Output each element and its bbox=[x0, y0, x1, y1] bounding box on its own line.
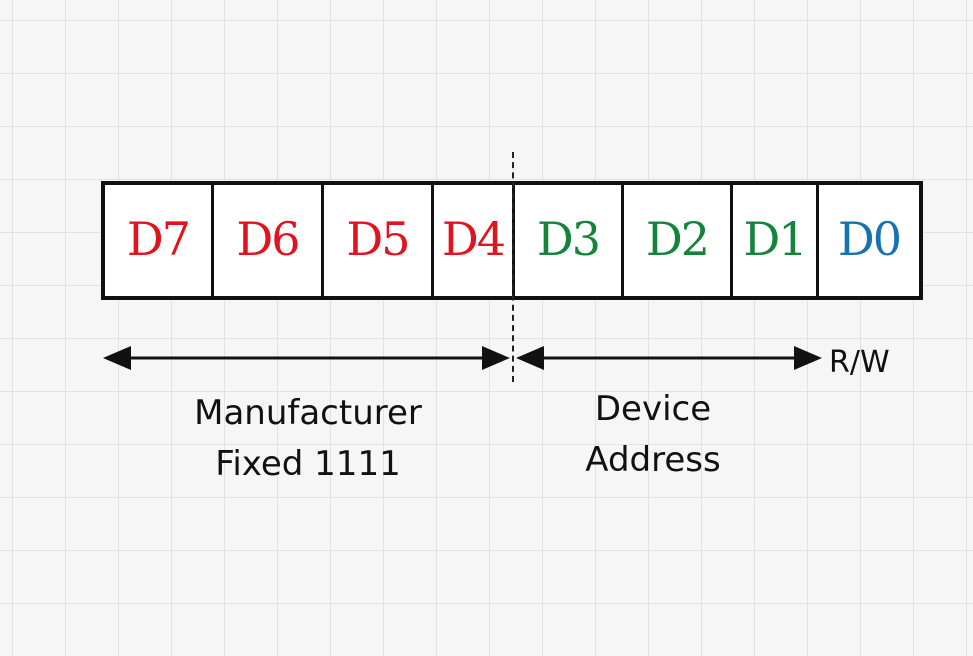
manufacturer-group-label: Manufacturer Fixed 1111 bbox=[181, 388, 435, 490]
manufacturer-span-arrow bbox=[103, 346, 510, 370]
device-address-span-arrow bbox=[516, 346, 822, 370]
bit-cell-d5: D5 bbox=[324, 185, 434, 296]
device-label-line1: Device bbox=[594, 389, 712, 429]
manufacturer-label-line1: Manufacturer bbox=[194, 393, 422, 433]
bit-cell-d1: D1 bbox=[733, 185, 819, 296]
group-divider-dashed-line bbox=[512, 152, 514, 382]
bit-cell-d7: D7 bbox=[105, 185, 214, 296]
device-address-group-label: Device Address bbox=[568, 384, 738, 486]
rw-label: R/W bbox=[829, 345, 890, 380]
bit-cell-d0: D0 bbox=[837, 211, 902, 266]
device-label-line2: Address bbox=[585, 440, 721, 480]
bit-cell-d3: D3 bbox=[515, 185, 624, 296]
bit-cell-d2: D2 bbox=[624, 185, 733, 296]
manufacturer-label-line2: Fixed 1111 bbox=[215, 444, 401, 484]
bit-cell-d4: D4 bbox=[434, 185, 515, 296]
bit-cell-d6: D6 bbox=[214, 185, 324, 296]
